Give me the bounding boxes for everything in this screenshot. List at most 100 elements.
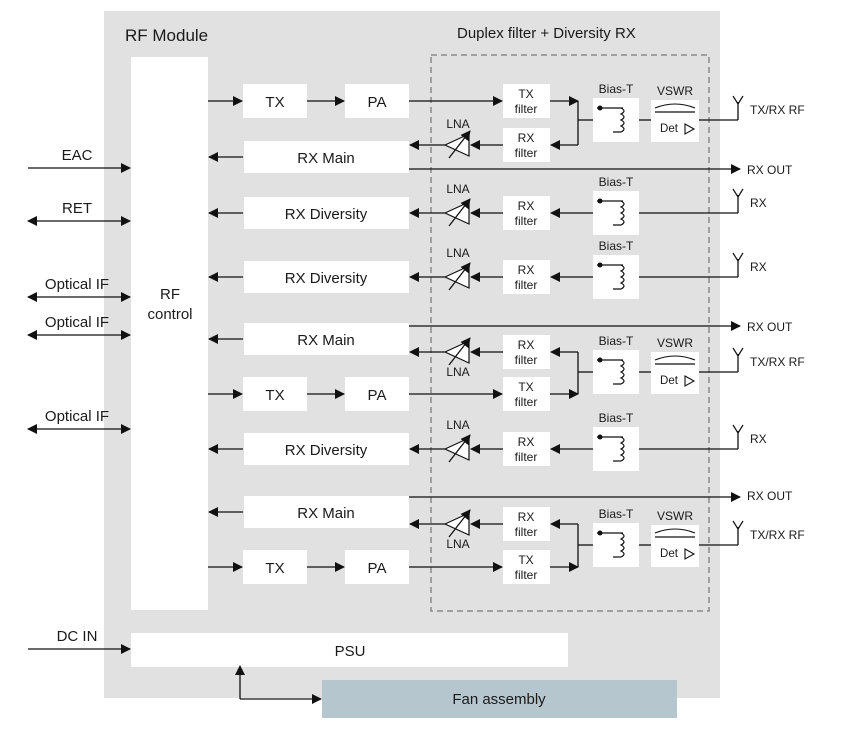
lna-label: LNA <box>446 418 469 432</box>
rx-filter-label-2: filter <box>515 525 538 539</box>
io-label-dc-in: DC IN <box>57 628 98 645</box>
bias-t-dot <box>597 105 603 111</box>
antenna-label: RX <box>750 432 767 446</box>
rf-control-block <box>131 57 208 610</box>
tx-filter-block-label-2: filter <box>515 102 538 116</box>
lna-label: LNA <box>446 246 469 260</box>
bias-t-dot <box>597 530 603 536</box>
bias-t-coil <box>613 436 625 462</box>
bias-t-block <box>593 350 639 394</box>
rx-filter-label-1: RX <box>518 131 535 145</box>
rx-diversity-block-label: RX Diversity <box>285 442 368 459</box>
rx-out-label: RX OUT <box>747 320 793 334</box>
bias-t-block <box>593 191 639 235</box>
rx-filter-block <box>503 196 550 230</box>
rx-out-label: RX OUT <box>747 163 793 177</box>
tx-filter-block <box>503 84 550 118</box>
pa-label: PA <box>368 387 387 404</box>
vswr-label: VSWR <box>657 509 693 523</box>
rx-filter-label-2: filter <box>515 450 538 464</box>
rx-filter-label-1: RX <box>518 338 535 352</box>
bias-t-label: Bias-T <box>599 507 634 521</box>
rx-out-label: RX OUT <box>747 489 793 503</box>
antenna-icon <box>732 520 744 531</box>
rx-main-block <box>244 141 409 173</box>
vswr-coupler-arc <box>654 528 696 534</box>
rx-filter-block <box>503 432 550 466</box>
det-diode <box>684 548 696 560</box>
module-title: RF Module <box>125 26 208 45</box>
lna-variable-slash <box>448 337 471 366</box>
rx-main-block <box>244 323 409 355</box>
antenna-label: TX/RX RF <box>750 528 805 542</box>
det-diode <box>684 375 696 387</box>
bias-t-label: Bias-T <box>599 175 634 189</box>
bias-t-coil <box>613 200 625 226</box>
bias-t-block <box>593 98 639 142</box>
antenna-label: RX <box>750 196 767 210</box>
bias-t-dot <box>597 262 603 268</box>
bias-t-dot <box>597 198 603 204</box>
fan-assembly-block <box>322 680 677 718</box>
bias-t-dot <box>597 434 603 440</box>
bias-t-label: Bias-T <box>599 411 634 425</box>
antenna-label: TX/RX RF <box>750 355 805 369</box>
rx-diversity-block-label: RX Diversity <box>285 270 368 287</box>
tx-filter-block <box>503 550 550 584</box>
rx-main-block <box>244 496 409 528</box>
bias-t-label: Bias-T <box>599 334 634 348</box>
rx-filter-block <box>503 507 550 541</box>
psu-label: PSU <box>335 643 366 660</box>
vswr-label: VSWR <box>657 84 693 98</box>
duplex-filter-box <box>430 54 710 612</box>
rx-filter-label-1: RX <box>518 263 535 277</box>
rx-diversity-block-label: RX Diversity <box>285 206 368 223</box>
lna-variable-slash <box>448 509 471 538</box>
bias-t-block <box>593 427 639 471</box>
psu-block <box>131 633 568 667</box>
tx-filter-block-label-1: TX <box>518 87 533 101</box>
pa-block <box>345 84 409 118</box>
vswr-label: VSWR <box>657 336 693 350</box>
rx-filter-label-2: filter <box>515 278 538 292</box>
det-label: Det <box>660 375 679 387</box>
det-label: Det <box>660 123 679 135</box>
tx-label: TX <box>265 387 284 404</box>
lna-variable-slash <box>448 198 471 227</box>
io-label-ret: RET <box>62 200 92 217</box>
lna-label: LNA <box>446 182 469 196</box>
bias-t-label: Bias-T <box>599 239 634 253</box>
rx-filter-label-1: RX <box>518 435 535 449</box>
rx-diversity-block <box>244 261 409 293</box>
tx-block <box>243 550 307 584</box>
tx-label: TX <box>265 560 284 577</box>
bias-t-label: Bias-T <box>599 82 634 96</box>
lna-variable-slash <box>448 262 471 291</box>
tx-block <box>243 84 307 118</box>
tx-filter-block-label-2: filter <box>515 568 538 582</box>
rx-filter-label-1: RX <box>518 510 535 524</box>
rf-control-label-1: RF <box>160 286 180 303</box>
bias-t-coil <box>613 532 625 558</box>
tx-filter-block-label-1: TX <box>518 380 533 394</box>
io-label-eac: EAC <box>62 147 93 164</box>
tx-filter-block-label-1: TX <box>518 553 533 567</box>
pa-block <box>345 550 409 584</box>
antenna-label: RX <box>750 260 767 274</box>
rx-filter-label-2: filter <box>515 146 538 160</box>
rx-filter-label-2: filter <box>515 353 538 367</box>
io-label-optical-if-3: Optical IF <box>45 408 109 425</box>
rx-diversity-block <box>244 197 409 229</box>
vswr-coupler-arc <box>654 355 696 361</box>
rx-filter-block <box>503 260 550 294</box>
duplex-title: Duplex filter + Diversity RX <box>457 25 636 42</box>
pa-label: PA <box>368 94 387 111</box>
fan-label: Fan assembly <box>452 691 546 708</box>
pa-label: PA <box>368 560 387 577</box>
lna-label: LNA <box>446 117 469 131</box>
io-label-optical-if-2: Optical IF <box>45 314 109 331</box>
lna-label: LNA <box>446 365 469 379</box>
bias-t-block <box>593 255 639 299</box>
